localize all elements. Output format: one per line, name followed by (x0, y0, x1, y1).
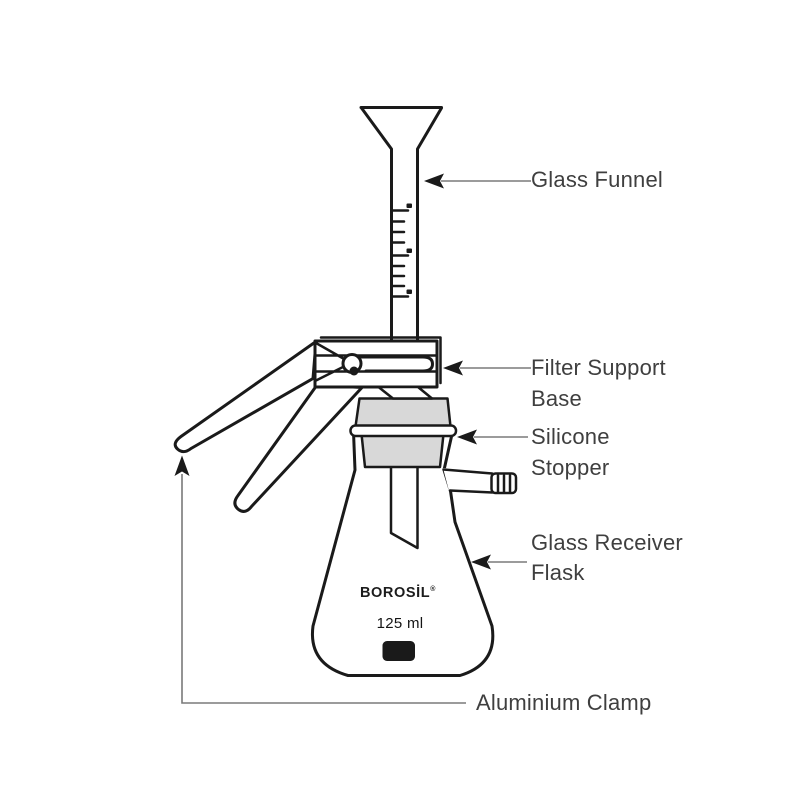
clamp-pivot-pin (349, 366, 359, 376)
funnel-graduations (390, 203, 412, 306)
label-line: Filter Support (531, 355, 666, 380)
arrowhead-left-icon (443, 360, 463, 376)
label-line: Silicone (531, 424, 610, 449)
silicone-stopper-leader (457, 429, 528, 445)
flask-brand-text: BOROSİL® (343, 585, 453, 601)
support-base-neck (377, 385, 434, 400)
glass-funnel (359, 106, 443, 343)
label-glass-receiver-flask: Glass Receiver Flask (531, 528, 683, 588)
aluminium-clamp-handles (173, 340, 364, 513)
registered-mark-icon: ® (430, 586, 437, 594)
arrowhead-left-icon (471, 554, 491, 570)
receiver-flask-leader (471, 554, 527, 570)
funnel-outline (359, 106, 443, 343)
filter-support-leader (443, 360, 531, 376)
leaders (174, 173, 531, 704)
label-line: Glass Receiver (531, 530, 683, 555)
label-filter-support-base: Filter Support Base (531, 352, 666, 414)
label-line: Glass Funnel (531, 167, 664, 192)
aluminium-clamp-leader (174, 455, 466, 704)
label-line: Stopper (531, 455, 610, 480)
arrowhead-up-icon (174, 455, 190, 476)
label-line: Aluminium Clamp (476, 690, 652, 715)
stopper-ring (349, 424, 458, 438)
clamp-body (313, 339, 439, 389)
funnel-stem (389, 467, 419, 550)
arrowhead-left-icon (457, 429, 477, 445)
clamp-back-plate (319, 336, 442, 385)
flask-body (310, 431, 495, 677)
label-glass-funnel: Glass Funnel (531, 165, 663, 195)
clamp-upper-handle (173, 340, 318, 454)
brand-name: BOROSİL (359, 585, 431, 601)
glass-receiver-flask (310, 431, 518, 677)
silicone-stopper (349, 397, 458, 469)
filter-support-base (313, 336, 442, 400)
label-aluminium-clamp: Aluminium Clamp (476, 688, 651, 718)
stopper-lower (360, 432, 445, 469)
flask-capacity-text: 125 ml (376, 615, 424, 632)
vacuum-port-barb (442, 468, 518, 495)
stopper-upper (354, 397, 452, 428)
glass-funnel-leader (424, 173, 531, 189)
flask-label-panel (382, 641, 415, 661)
label-silicone-stopper: Silicone Stopper (531, 421, 610, 483)
label-line: Base (531, 386, 582, 411)
clamp-spring (359, 355, 434, 373)
arrowhead-left-icon (424, 173, 444, 189)
clamp-lower-handle (233, 383, 364, 513)
label-line: Flask (531, 560, 585, 585)
